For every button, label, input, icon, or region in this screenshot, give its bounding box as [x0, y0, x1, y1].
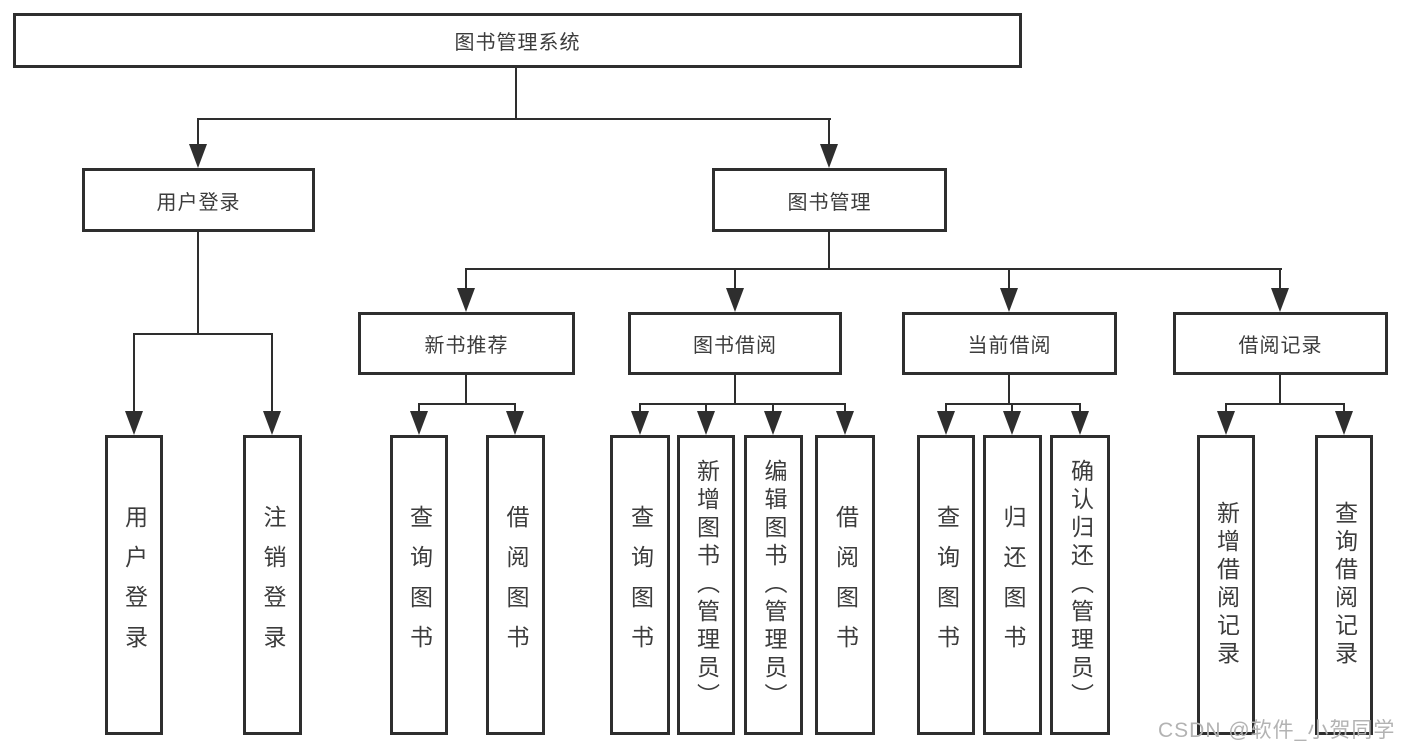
node-current-borrowing: 当前借阅: [902, 312, 1117, 375]
arrow-down-icon: [1271, 288, 1289, 312]
node-label: 图书管理: [787, 191, 872, 214]
leaf-label: 新增借阅记录: [1213, 501, 1240, 669]
leaf-label: 查询图书: [406, 505, 433, 665]
watermark: CSDN @软件_小贺同学: [1158, 719, 1396, 742]
connector-line: [271, 333, 273, 413]
arrow-down-icon: [457, 288, 475, 312]
connector-line: [705, 403, 707, 413]
connector-line: [465, 375, 467, 405]
leaf-label: 编辑图书（管理员）: [761, 459, 787, 711]
node-book-borrowing: 图书借阅: [628, 312, 842, 375]
leaf-query-borrow-record: 查询借阅记录: [1315, 435, 1373, 735]
arrow-down-icon: [410, 411, 428, 435]
connector-line: [418, 403, 516, 405]
leaf-label: 查询图书: [933, 505, 960, 665]
leaf-return-book: 归还图书: [983, 435, 1042, 735]
connector-line: [828, 232, 830, 270]
node-label: 当前借阅: [967, 335, 1052, 357]
connector-line: [1011, 403, 1013, 413]
connector-line: [1343, 403, 1345, 413]
connector-line: [1225, 403, 1227, 413]
leaf-query-books-recommend: 查询图书: [390, 435, 448, 735]
leaf-label: 归还图书: [1000, 505, 1026, 665]
connector-line: [639, 403, 641, 413]
leaf-label: 借阅图书: [503, 505, 529, 665]
connector-line: [639, 403, 846, 405]
connector-line: [1279, 375, 1281, 405]
connector-line: [828, 118, 830, 146]
connector-line: [515, 68, 517, 120]
connector-line: [197, 118, 199, 146]
leaf-label: 用户登录: [121, 505, 148, 665]
leaf-label: 查询图书: [627, 505, 654, 665]
arrow-down-icon: [1071, 411, 1089, 435]
connector-line: [1008, 268, 1010, 290]
leaf-user-login: 用户登录: [105, 435, 163, 735]
connector-line: [133, 333, 135, 413]
connector-line: [1079, 403, 1081, 413]
connector-line: [844, 403, 846, 413]
leaf-confirm-return-admin: 确认归还（管理员）: [1050, 435, 1110, 735]
node-borrowing-records: 借阅记录: [1173, 312, 1388, 375]
arrow-down-icon: [1335, 411, 1353, 435]
connector-line: [1008, 375, 1010, 405]
connector-line: [465, 268, 467, 290]
connector-line: [945, 403, 1081, 405]
connector-line: [197, 232, 199, 334]
leaf-add-book-admin: 新增图书（管理员）: [677, 435, 735, 735]
connector-line: [945, 403, 947, 413]
node-new-book-recommendation: 新书推荐: [358, 312, 575, 375]
node-label: 借阅记录: [1238, 335, 1323, 357]
arrow-down-icon: [836, 411, 854, 435]
arrow-down-icon: [189, 144, 207, 168]
leaf-label: 确认归还（管理员）: [1067, 459, 1094, 711]
connector-line: [734, 268, 736, 290]
arrow-down-icon: [506, 411, 524, 435]
leaf-query-books-borrowing: 查询图书: [610, 435, 670, 735]
connector-line: [418, 403, 420, 413]
leaf-query-books-current: 查询图书: [917, 435, 975, 735]
node-label: 用户登录: [156, 191, 241, 214]
connector-line: [465, 268, 1282, 270]
leaf-label: 借阅图书: [832, 505, 859, 665]
leaf-logout: 注销登录: [243, 435, 302, 735]
connector-line: [734, 375, 736, 405]
leaf-label: 注销登录: [260, 505, 286, 665]
arrow-down-icon: [937, 411, 955, 435]
arrow-down-icon: [125, 411, 143, 435]
connector-line: [1225, 403, 1345, 405]
leaf-edit-book-admin: 编辑图书（管理员）: [744, 435, 803, 735]
arrow-down-icon: [820, 144, 838, 168]
connector-line: [514, 403, 516, 413]
node-book-management: 图书管理: [712, 168, 947, 232]
node-label: 图书管理系统: [454, 32, 581, 54]
arrow-down-icon: [697, 411, 715, 435]
leaf-add-borrow-record: 新增借阅记录: [1197, 435, 1255, 735]
arrow-down-icon: [1217, 411, 1235, 435]
connector-line: [772, 403, 774, 413]
node-library-management-system: 图书管理系统: [13, 13, 1022, 68]
node-label: 新书推荐: [424, 335, 509, 357]
leaf-label: 查询借阅记录: [1331, 501, 1358, 669]
arrow-down-icon: [1000, 288, 1018, 312]
leaf-label: 新增图书（管理员）: [693, 459, 720, 711]
arrow-down-icon: [631, 411, 649, 435]
arrow-down-icon: [726, 288, 744, 312]
connector-line: [133, 333, 273, 335]
connector-line: [197, 118, 831, 120]
node-user-login: 用户登录: [82, 168, 315, 232]
arrow-down-icon: [263, 411, 281, 435]
arrow-down-icon: [1003, 411, 1021, 435]
connector-line: [1279, 268, 1281, 290]
leaf-borrow-books: 借阅图书: [815, 435, 875, 735]
leaf-borrow-books-recommend: 借阅图书: [486, 435, 545, 735]
arrow-down-icon: [764, 411, 782, 435]
node-label: 图书借阅: [693, 335, 777, 357]
